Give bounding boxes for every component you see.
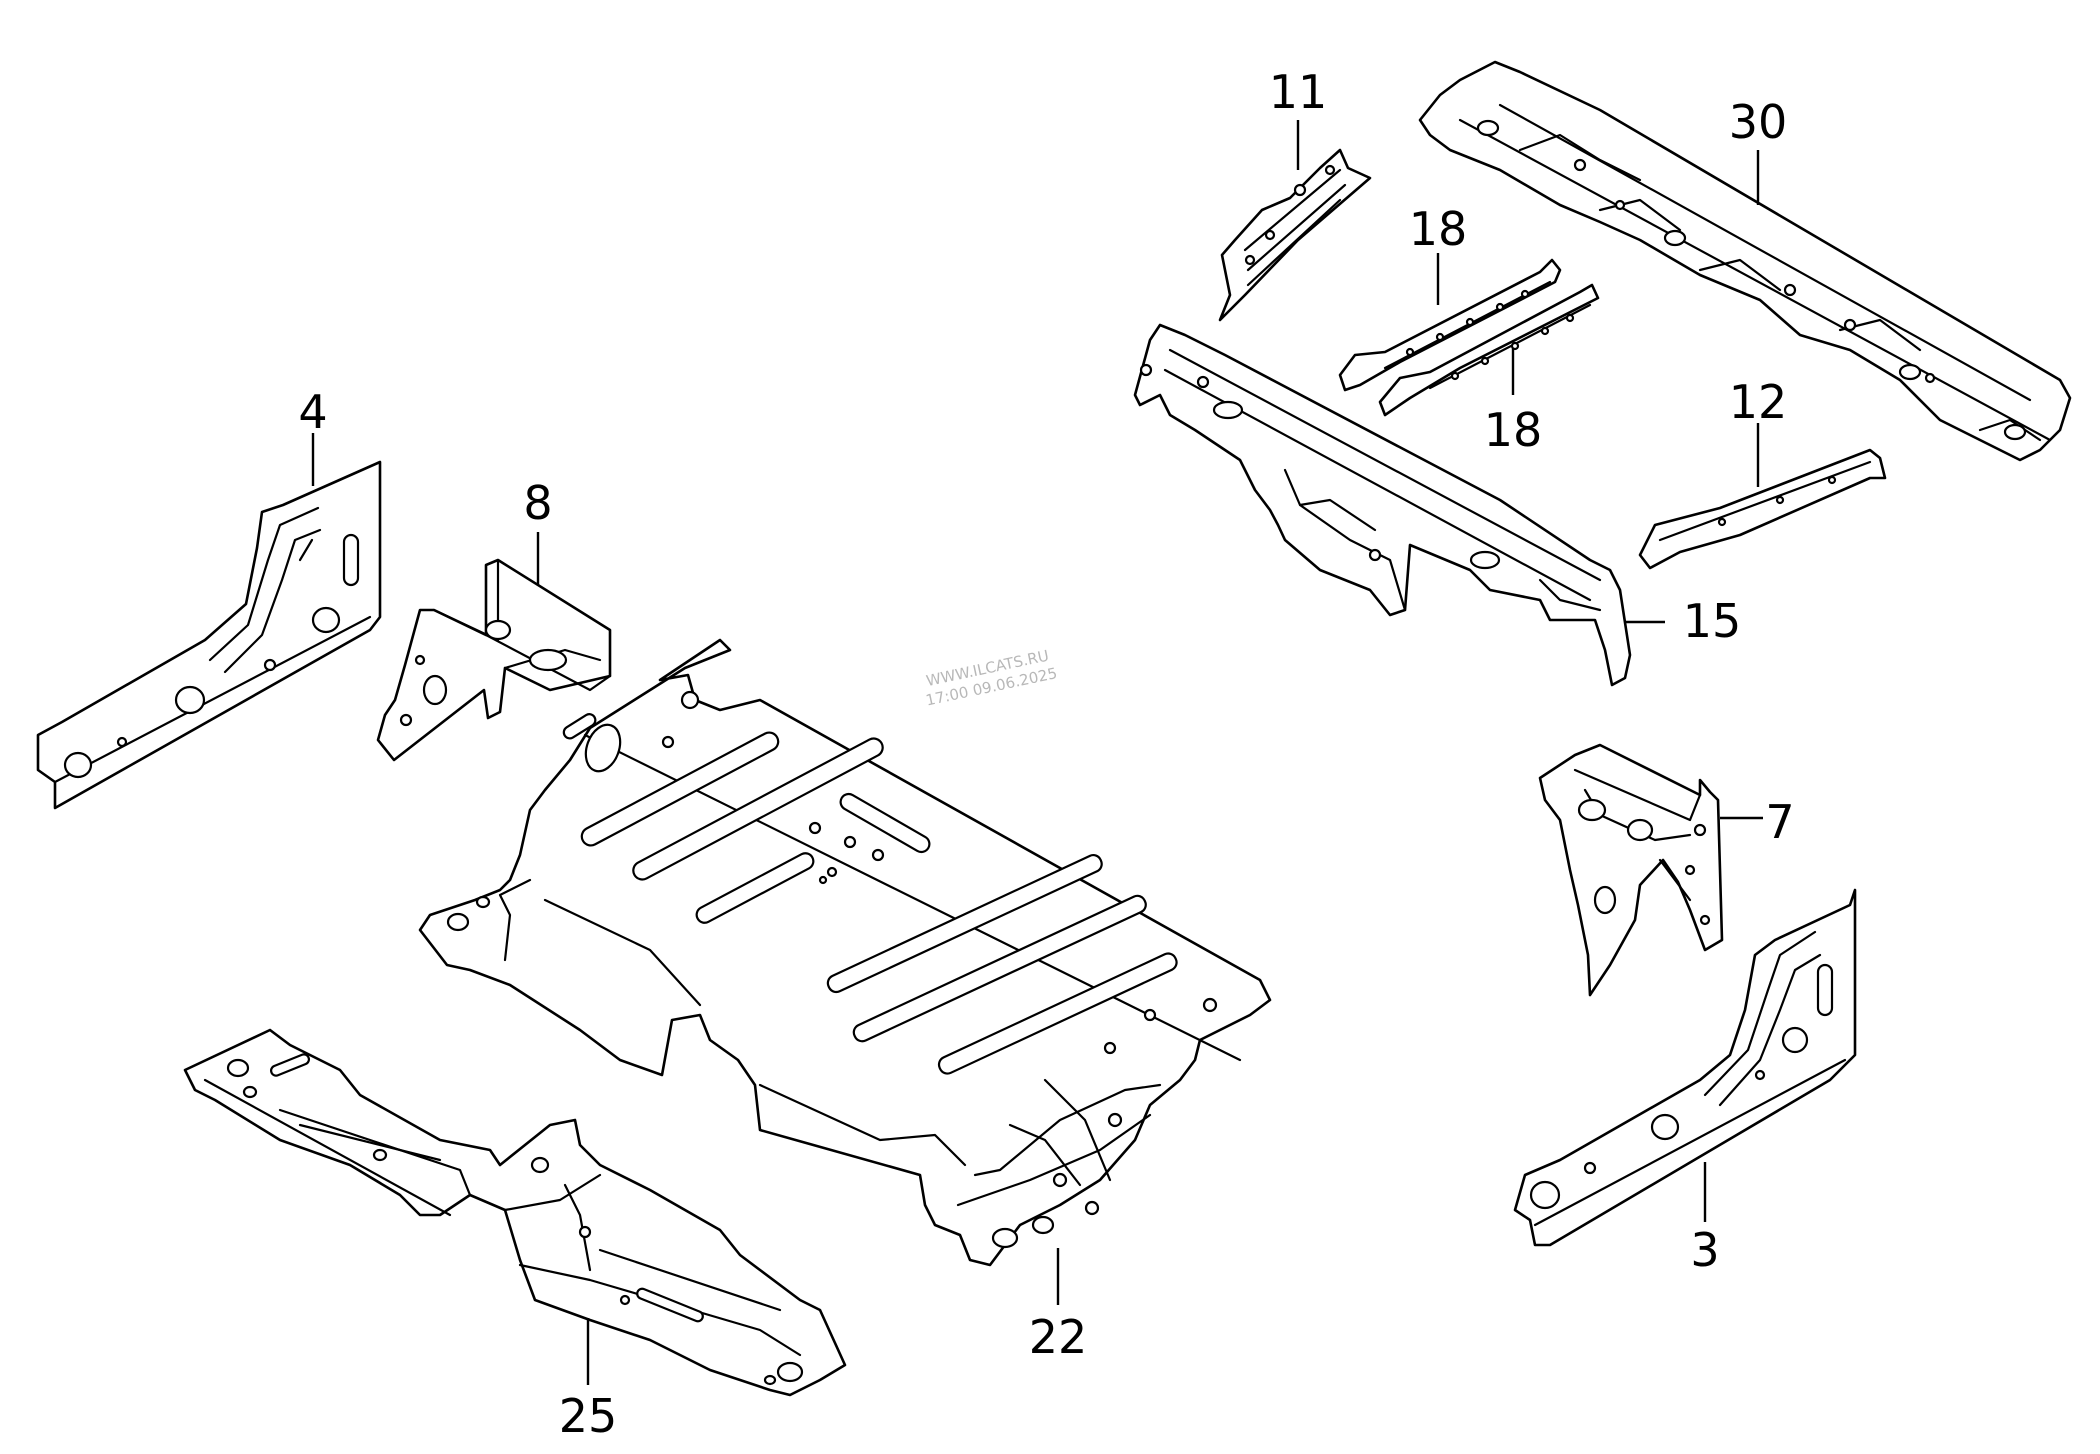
part-7-bracket-right[interactable]	[1538, 743, 1724, 997]
callout-8: 8	[523, 476, 552, 530]
callout-18-lower: 18	[1484, 403, 1543, 457]
callout-numbers: 4 8 11 18 18 30 12 15 7 3 22 25	[298, 65, 1794, 1443]
part-22-rear-floor-pan[interactable]	[418, 638, 1272, 1267]
part-11-small-rail[interactable]	[1218, 148, 1372, 322]
callout-11: 11	[1269, 65, 1328, 119]
callout-18-upper: 18	[1409, 202, 1468, 256]
callout-25: 25	[559, 1389, 618, 1443]
callout-4: 4	[298, 385, 327, 439]
watermark: WWW.ILCATS.RU 17:00 09.06.2025	[924, 646, 1059, 709]
part-30-rear-cross-rail[interactable]	[1418, 60, 2072, 462]
part-18-lower-rail[interactable]	[1378, 283, 1600, 417]
callout-22: 22	[1029, 1310, 1088, 1364]
part-8-bracket-left[interactable]	[376, 558, 612, 762]
callout-12: 12	[1729, 375, 1788, 429]
part-3-side-sill-right[interactable]	[1513, 888, 1857, 1247]
callout-15: 15	[1683, 594, 1742, 648]
callout-30: 30	[1729, 95, 1788, 149]
part-12-strut[interactable]	[1638, 448, 1887, 570]
callout-3: 3	[1690, 1223, 1719, 1277]
part-15-cross-member[interactable]	[1133, 323, 1632, 687]
callout-7: 7	[1765, 795, 1794, 849]
part-18-upper-rail[interactable]	[1338, 258, 1562, 392]
part-4-side-sill-left[interactable]	[36, 460, 382, 810]
leader-lines	[311, 120, 1763, 1385]
part-25-cross-member[interactable]	[183, 1028, 847, 1397]
